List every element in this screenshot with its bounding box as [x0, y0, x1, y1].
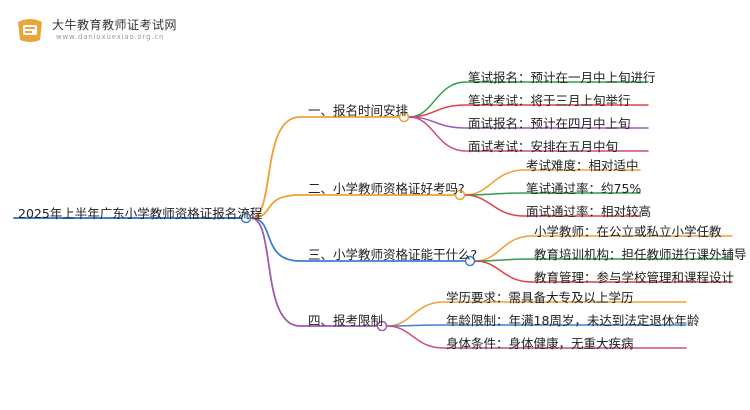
leaf-connector-3-1 — [474, 235, 733, 262]
leaf-3-3: 教育管理：参与学校管理和课程设计 — [534, 270, 735, 285]
branch-label-3: 三、小学教师资格证能干什么? — [308, 247, 478, 262]
leaf-1-3: 面试报名：预计在四月中上旬 — [468, 116, 631, 131]
mindmap-root: 2025年上半年广东小学教师资格证报名流程 — [18, 206, 263, 221]
leaf-connector-1-4 — [408, 116, 649, 152]
leaf-1-4: 面试考试：安排在五月中旬 — [468, 139, 619, 154]
root-node — [240, 212, 252, 224]
branch-connector-1 — [250, 116, 400, 219]
leaf-2-3: 面试通过率：相对较高 — [526, 204, 652, 219]
branch-node-2 — [454, 189, 466, 201]
leaf-2-1: 考试难度：相对适中 — [526, 158, 639, 173]
leaf-3-1: 小学教师：在公立或私立小学任教 — [534, 224, 722, 239]
leaf-4-3: 身体条件：身体健康，无重大疾病 — [446, 336, 634, 351]
leaf-4-2: 年龄限制：年满18周岁，未达到法定退休年龄 — [446, 313, 700, 328]
leaf-3-2: 教育培训机构：担任教师进行课外辅导 — [534, 247, 747, 262]
branch-node-4 — [376, 320, 388, 332]
branch-label-2: 二、小学教师资格证好考吗? — [308, 181, 465, 196]
leaf-connector-4-1 — [386, 301, 687, 327]
leaf-connector-2-1 — [464, 169, 641, 196]
branch-label-4: 四、报考限制 — [308, 313, 384, 328]
site-url: www.daniuxuexiao.org.cn — [56, 33, 165, 41]
leaf-connector-1-3 — [408, 116, 649, 129]
site-name: 大牛教育教师证考试网 — [52, 18, 178, 32]
leaf-connector-4-3 — [386, 325, 687, 349]
leaf-connector-3-3 — [474, 260, 733, 283]
leaf-4-1: 学历要求：需具备大专及以上学历 — [446, 290, 634, 305]
branch-connector-2 — [250, 194, 456, 219]
branch-label-1: 一、报名时间安排 — [308, 103, 409, 118]
branch-connector-3 — [250, 217, 466, 262]
leaf-connector-1-2 — [408, 104, 649, 118]
leaf-1-1: 笔试报名：预计在一月中上旬进行 — [468, 70, 656, 85]
leaf-2-2: 笔试通过率：约75% — [526, 181, 642, 196]
branch-node-3 — [464, 255, 476, 267]
leaf-connector-1-1 — [408, 81, 649, 118]
book-shield-icon — [18, 19, 42, 42]
branch-connector-4 — [250, 217, 378, 327]
leaf-1-2: 笔试考试：将于三月上旬举行 — [468, 93, 631, 108]
leaf-connector-2-3 — [464, 194, 641, 217]
branch-node-1 — [398, 111, 410, 123]
